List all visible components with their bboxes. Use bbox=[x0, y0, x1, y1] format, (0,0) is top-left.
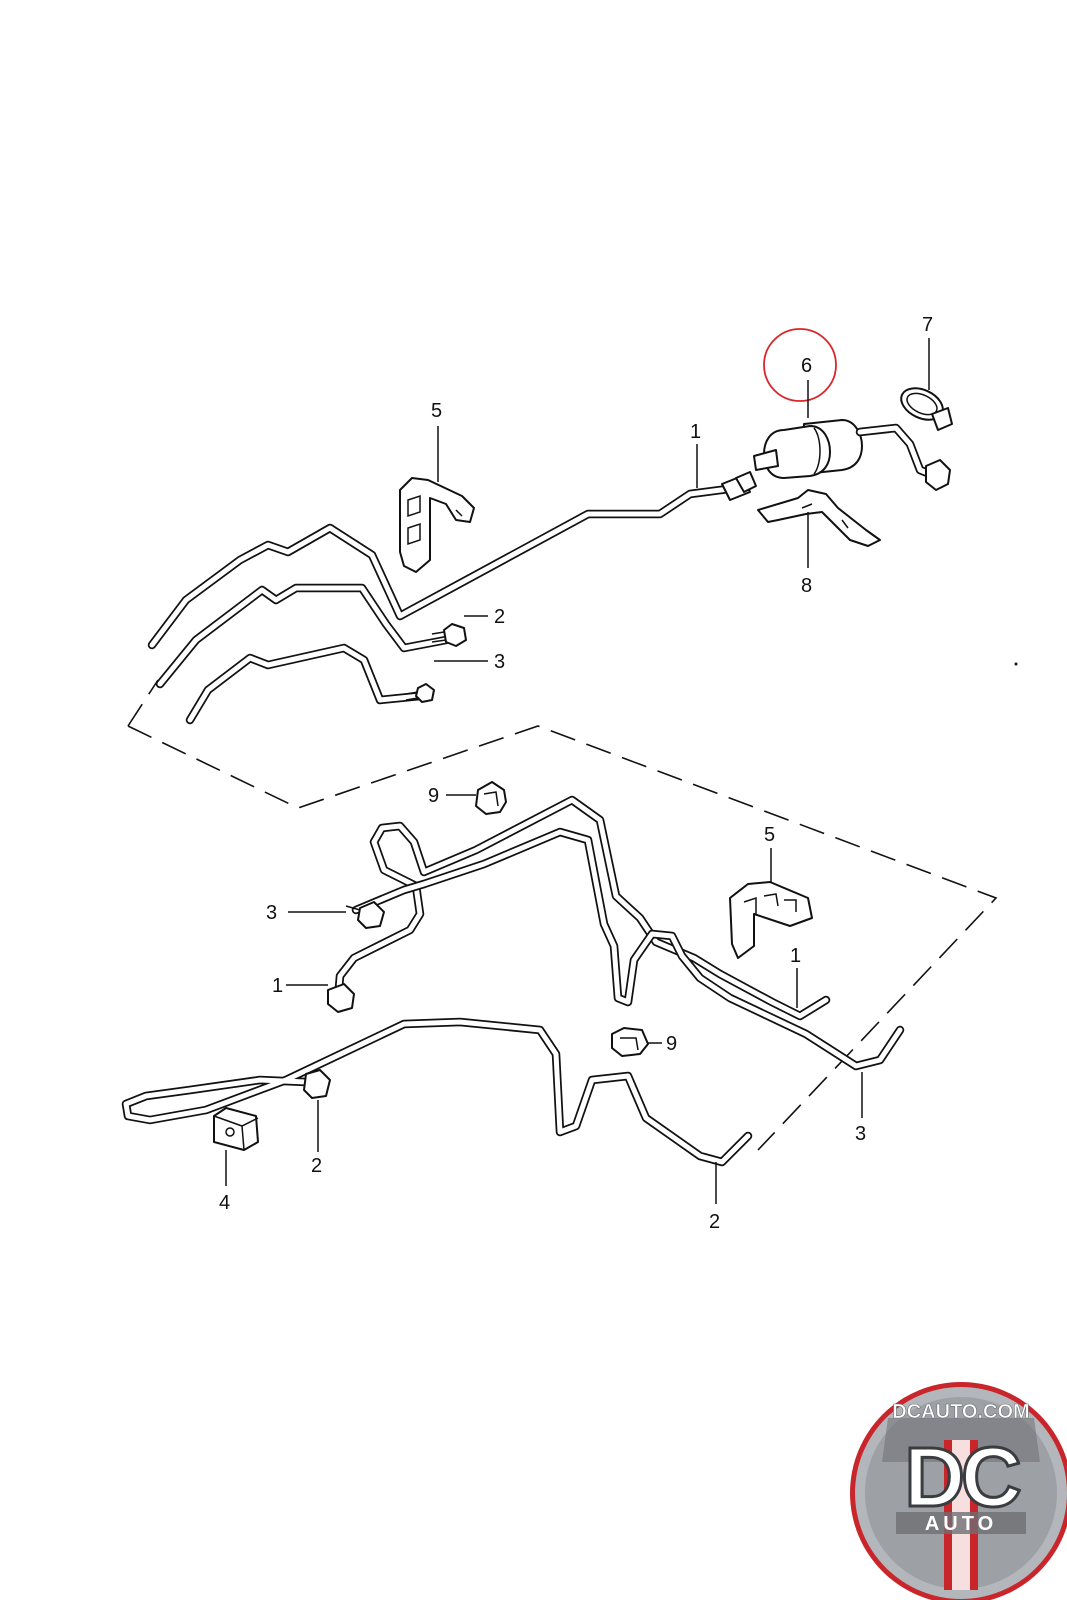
union-nut-part-1-lower bbox=[327, 983, 355, 1013]
callout-4-label: 4 bbox=[219, 1192, 230, 1214]
callout-6-label: 6 bbox=[801, 355, 812, 377]
callout-3-mid: 3 bbox=[266, 902, 346, 924]
banjo-connector-part-3 bbox=[405, 683, 435, 703]
callout-5-mid: 5 bbox=[764, 824, 775, 882]
callout-6: 6 bbox=[801, 355, 812, 418]
lower-fuel-lines bbox=[121, 795, 905, 1167]
callout-1-mid-left-label: 1 bbox=[272, 975, 283, 997]
union-nut-part-2-lower bbox=[303, 1069, 331, 1099]
callout-2-top: 2 bbox=[464, 606, 505, 628]
callout-3-mid-label: 3 bbox=[266, 902, 277, 924]
callout-9-lower: 9 bbox=[648, 1033, 677, 1055]
callout-4: 4 bbox=[219, 1150, 230, 1214]
callout-2-lower: 2 bbox=[311, 1100, 322, 1177]
rubber-mount-part-4 bbox=[213, 1107, 259, 1151]
callout-2-bottom-label: 2 bbox=[709, 1211, 720, 1233]
upper-fuel-lines bbox=[147, 483, 741, 725]
callout-1-mid-left: 1 bbox=[272, 975, 328, 997]
clip-part-9-upper bbox=[475, 781, 507, 815]
callout-5-top-label: 5 bbox=[431, 400, 442, 422]
logo-word-text: AUTO bbox=[925, 1513, 997, 1535]
highlight-circle-part-6 bbox=[763, 328, 837, 402]
clip-part-9-lower bbox=[611, 1027, 649, 1057]
callout-1-mid-right: 1 bbox=[790, 945, 801, 1008]
union-nut-part-2 bbox=[431, 623, 467, 647]
callout-7: 7 bbox=[922, 314, 933, 390]
filter-bracket-part-8 bbox=[757, 489, 881, 547]
callout-5-top: 5 bbox=[431, 400, 442, 482]
callout-1-top-label: 1 bbox=[690, 421, 701, 443]
callout-3-top: 3 bbox=[434, 651, 505, 673]
callout-2-bottom: 2 bbox=[709, 1162, 720, 1233]
fuel-filter-part-6 bbox=[753, 419, 951, 491]
callout-3-top-label: 3 bbox=[494, 651, 505, 673]
dcauto-logo: DCAUTO.COM DC AUTO bbox=[850, 1382, 1067, 1600]
callout-9-lower-label: 9 bbox=[666, 1033, 677, 1055]
callout-3-lower: 3 bbox=[855, 1072, 866, 1145]
line-1-fitting bbox=[721, 471, 757, 501]
callout-1-top: 1 bbox=[690, 421, 701, 488]
callout-8: 8 bbox=[801, 512, 812, 597]
line-clamp-part-5-lower bbox=[729, 881, 813, 959]
logo-mark-text: DC bbox=[904, 1430, 1020, 1524]
section-link-dashed-line bbox=[127, 679, 998, 1151]
stray-dot bbox=[1014, 662, 1018, 666]
callout-1-mid-right-label: 1 bbox=[790, 945, 801, 967]
banjo-connector-part-3-lower bbox=[345, 901, 385, 929]
callout-8-label: 8 bbox=[801, 575, 812, 597]
callout-2-lower-label: 2 bbox=[311, 1155, 322, 1177]
callout-5-mid-label: 5 bbox=[764, 824, 775, 846]
callout-3-lower-label: 3 bbox=[855, 1123, 866, 1145]
callout-9-upper-label: 9 bbox=[428, 785, 439, 807]
logo-site-text: DCAUTO.COM bbox=[892, 1401, 1029, 1423]
callout-7-label: 7 bbox=[922, 314, 933, 336]
callout-2-top-label: 2 bbox=[494, 606, 505, 628]
hose-clamp-part-7 bbox=[900, 387, 953, 431]
callout-9-upper: 9 bbox=[428, 785, 476, 807]
line-clamp-part-5-upper bbox=[399, 477, 475, 573]
